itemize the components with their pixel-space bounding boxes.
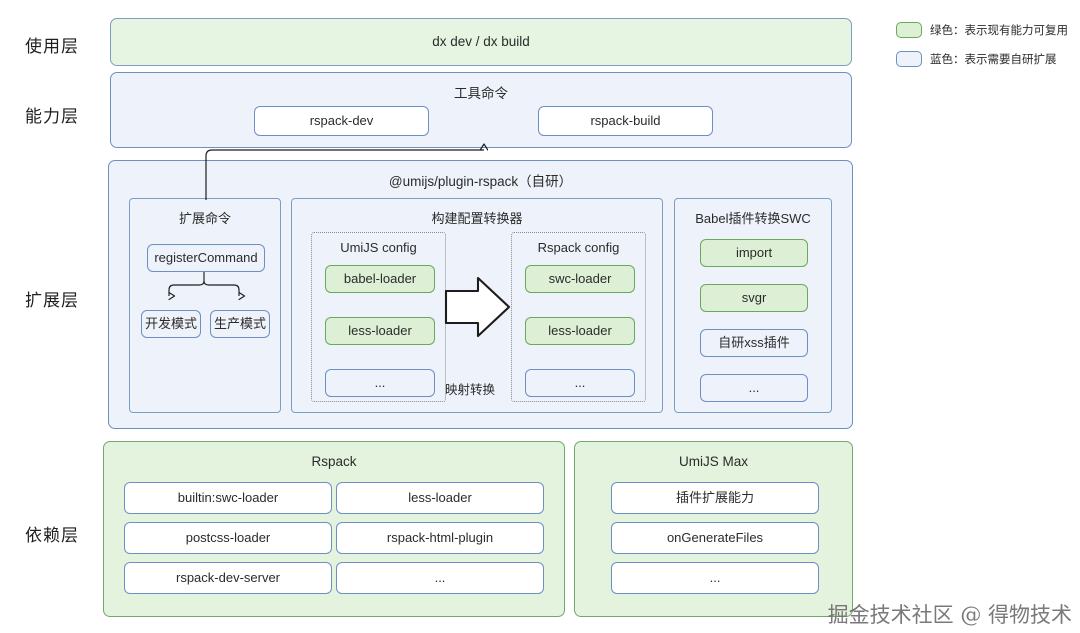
dep-item-rspack-dev-server[interactable]: rspack-dev-server	[124, 562, 332, 594]
command-rspack-build[interactable]: rspack-build	[538, 106, 713, 136]
legend-text-blue: 蓝色：表示需要自研扩展	[930, 54, 1057, 66]
dependency-group-rspack: Rspack builtin:swc-loader less-loader po…	[103, 441, 565, 617]
layer-label-usage: 使用层	[25, 37, 79, 56]
dep-item-rspack-more[interactable]: ...	[336, 562, 544, 594]
layer-label-dependency: 依赖层	[25, 526, 79, 545]
legend-item-blue: 蓝色：表示需要自研扩展	[896, 51, 1076, 67]
extension-layer-title: @umijs/plugin-rspack（自研）	[388, 174, 573, 189]
capability-layer-title: 工具命令	[454, 86, 508, 101]
layer-label-extension: 扩展层	[25, 291, 79, 310]
capability-layer-band: 工具命令 rspack-dev rspack-build	[110, 72, 852, 148]
layer-label-capability: 能力层	[25, 107, 79, 126]
panel-config-transformer: 构建配置转换器 UmiJS config babel-loader less-l…	[291, 198, 663, 413]
dependency-group-rspack-title: Rspack	[311, 454, 357, 469]
group-umijs-config-title: UmiJS config	[340, 240, 417, 255]
mapping-arrow-label: 映射转换	[444, 383, 495, 397]
chip-babel-xss-plugin[interactable]: 自研xss插件	[700, 329, 808, 357]
chip-rspack-less-loader[interactable]: less-loader	[525, 317, 635, 345]
chip-babel-import[interactable]: import	[700, 239, 808, 267]
dep-item-umijs-more[interactable]: ...	[611, 562, 819, 594]
command-rspack-dev[interactable]: rspack-dev	[254, 106, 429, 136]
legend-swatch-blue-icon	[896, 51, 922, 67]
legend-text-green: 绿色：表示现有能力可复用	[930, 25, 1068, 37]
chip-register-command[interactable]: registerCommand	[147, 244, 265, 272]
chip-rspack-swc-loader[interactable]: swc-loader	[525, 265, 635, 293]
usage-layer-command-label: dx dev / dx build	[432, 34, 530, 49]
dep-item-less-loader[interactable]: less-loader	[336, 482, 544, 514]
dependency-group-umijs-max-title: UmiJS Max	[678, 454, 748, 469]
extension-layer-band: @umijs/plugin-rspack（自研） 扩展命令 registerCo…	[108, 160, 853, 429]
panel-babel-to-swc: Babel插件转换SWC import svgr 自研xss插件 ...	[674, 198, 832, 413]
chip-umijs-more[interactable]: ...	[325, 369, 435, 397]
chip-prod-mode[interactable]: 生产模式	[210, 310, 270, 338]
chip-umijs-less-loader[interactable]: less-loader	[325, 317, 435, 345]
dep-item-builtin-swc-loader[interactable]: builtin:swc-loader	[124, 482, 332, 514]
group-rspack-config-title: Rspack config	[537, 240, 620, 255]
chip-rspack-more[interactable]: ...	[525, 369, 635, 397]
chip-dev-mode[interactable]: 开发模式	[141, 310, 201, 338]
group-rspack-config: Rspack config swc-loader less-loader ...	[511, 232, 646, 402]
legend-item-green: 绿色：表示现有能力可复用	[896, 22, 1076, 38]
dep-item-plugin-extension[interactable]: 插件扩展能力	[611, 482, 819, 514]
panel-config-transformer-title: 构建配置转换器	[431, 211, 523, 226]
chip-babel-svgr[interactable]: svgr	[700, 284, 808, 312]
chip-umijs-babel-loader[interactable]: babel-loader	[325, 265, 435, 293]
panel-babel-to-swc-title: Babel插件转换SWC	[695, 211, 811, 226]
panel-extension-command: 扩展命令 registerCommand 开发模式 生产模式	[129, 198, 281, 413]
dep-item-postcss-loader[interactable]: postcss-loader	[124, 522, 332, 554]
watermark: 掘金技术社区 @ 得物技术	[827, 603, 1072, 627]
usage-layer-band: dx dev / dx build	[110, 18, 852, 66]
panel-extension-command-title: 扩展命令	[178, 211, 231, 226]
dep-item-on-generate-files[interactable]: onGenerateFiles	[611, 522, 819, 554]
dep-item-rspack-html-plugin[interactable]: rspack-html-plugin	[336, 522, 544, 554]
legend-swatch-green-icon	[896, 22, 922, 38]
group-umijs-config: UmiJS config babel-loader less-loader ..…	[311, 232, 446, 402]
chip-babel-more[interactable]: ...	[700, 374, 808, 402]
legend: 绿色：表示现有能力可复用 蓝色：表示需要自研扩展	[896, 22, 1076, 80]
dependency-group-umijs-max: UmiJS Max 插件扩展能力 onGenerateFiles ...	[574, 441, 853, 617]
